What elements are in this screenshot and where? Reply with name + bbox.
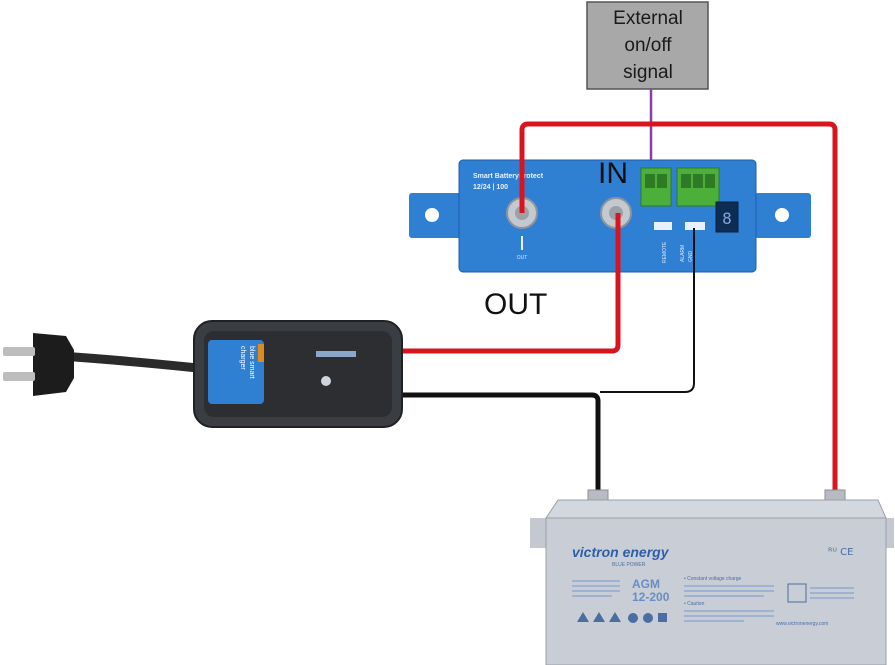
charger-product-text: charger bbox=[239, 346, 246, 370]
external-signal-line3: signal bbox=[623, 62, 673, 83]
battery-website: www.victronenergy.com bbox=[776, 621, 828, 627]
negative-wire-charger-to-battery bbox=[398, 392, 601, 496]
alarm-connector bbox=[676, 167, 720, 207]
status-display bbox=[715, 201, 739, 233]
in-label: IN bbox=[598, 157, 628, 190]
agm-battery: victron energy BLUE POWER AGM 12-200 • C… bbox=[530, 489, 894, 665]
battery-protect-device: Smart BatteryProtect 12/24 | 100 OUT 8 bbox=[409, 159, 811, 273]
battery-sub-brand: BLUE POWER bbox=[612, 562, 646, 568]
battery-section2: • Caution bbox=[684, 601, 705, 607]
gnd-label: GND bbox=[688, 251, 694, 263]
remote-connector bbox=[640, 167, 672, 207]
remote-label: REMOTE bbox=[662, 241, 668, 263]
charger-cable bbox=[55, 351, 203, 373]
mount-hole-left bbox=[425, 208, 439, 222]
battery-brand: victron energy bbox=[572, 544, 670, 560]
device-title-line2: 12/24 | 100 bbox=[473, 184, 508, 191]
external-signal-line1: External bbox=[613, 8, 683, 29]
charger-status-leds bbox=[316, 351, 356, 357]
mount-hole-right bbox=[775, 208, 789, 222]
charger-mode-button bbox=[321, 376, 331, 386]
external-signal-line2: on/off bbox=[624, 35, 672, 56]
external-signal-box: External on/off signal bbox=[586, 1, 709, 90]
alarm-label: ALARM bbox=[680, 245, 686, 262]
battery-section1: • Constant voltage charge bbox=[684, 576, 742, 582]
warning-symbols bbox=[577, 612, 667, 623]
battery-model-line2: 12-200 bbox=[632, 590, 670, 604]
blue-smart-charger: blue smart charger bbox=[3, 320, 403, 428]
power-plug bbox=[33, 333, 74, 396]
out-terminal-label: OUT bbox=[517, 255, 528, 261]
battery-model-line1: AGM bbox=[632, 577, 660, 591]
device-title-line1: Smart BatteryProtect bbox=[473, 173, 544, 180]
out-label: OUT bbox=[484, 288, 547, 321]
svg-text:8: 8 bbox=[722, 209, 732, 228]
battery-fine-print bbox=[572, 580, 854, 622]
positive-wire-out-to-battery bbox=[519, 121, 838, 496]
charger-brand-text: blue smart bbox=[248, 346, 255, 379]
positive-wire-charger-to-in bbox=[398, 213, 621, 354]
ground-wire-device-to-battery bbox=[600, 228, 695, 393]
certification-marks: ᴿᵁ CE bbox=[828, 547, 853, 558]
